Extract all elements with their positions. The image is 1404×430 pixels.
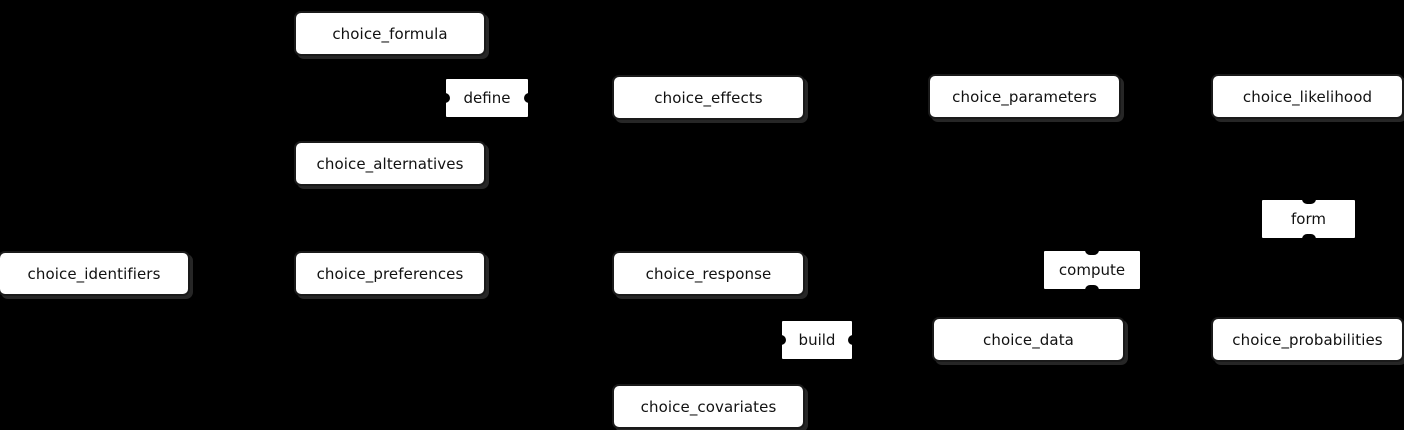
edge-notch-icon: [445, 93, 450, 103]
edge-notch-icon: [1085, 250, 1099, 255]
edge-notch-icon: [524, 93, 529, 103]
edge-label-text: compute: [1058, 261, 1126, 279]
graph-node-choice_probabilities[interactable]: choice_probabilities: [1211, 317, 1404, 362]
edge-label-define: define: [445, 79, 529, 117]
graph-node-choice_parameters[interactable]: choice_parameters: [928, 74, 1121, 119]
edge-notch-icon: [1301, 234, 1316, 239]
graph-node-choice_alternatives[interactable]: choice_alternatives: [294, 141, 486, 186]
graph-edge: [486, 97, 612, 164]
graph-node-choice_preferences[interactable]: choice_preferences: [294, 251, 486, 296]
edge-label-compute: compute: [1044, 250, 1140, 290]
graph-edge: [389, 56, 612, 99]
graph-edge: [708, 339, 932, 384]
edge-notch-icon: [781, 335, 786, 345]
edge-notch-icon: [1301, 199, 1316, 204]
graph-node-choice_likelihood[interactable]: choice_likelihood: [1211, 74, 1404, 119]
graph-node-choice_data[interactable]: choice_data: [932, 317, 1125, 362]
edge-notch-icon: [1085, 285, 1099, 290]
edge-label-build: build: [781, 321, 853, 359]
edge-label-text: build: [798, 331, 836, 349]
graph-node-choice_covariates[interactable]: choice_covariates: [612, 384, 805, 429]
graph-node-choice_identifiers[interactable]: choice_identifiers: [0, 251, 190, 296]
edge-label-text: form: [1291, 210, 1326, 228]
edge-notch-icon: [848, 335, 853, 345]
edge-label-text: define: [463, 89, 511, 107]
edge-label-form: form: [1262, 199, 1355, 239]
graph-node-choice_response[interactable]: choice_response: [612, 251, 805, 296]
graph-node-choice_effects[interactable]: choice_effects: [612, 75, 805, 120]
graph-node-choice_formula[interactable]: choice_formula: [294, 11, 486, 56]
